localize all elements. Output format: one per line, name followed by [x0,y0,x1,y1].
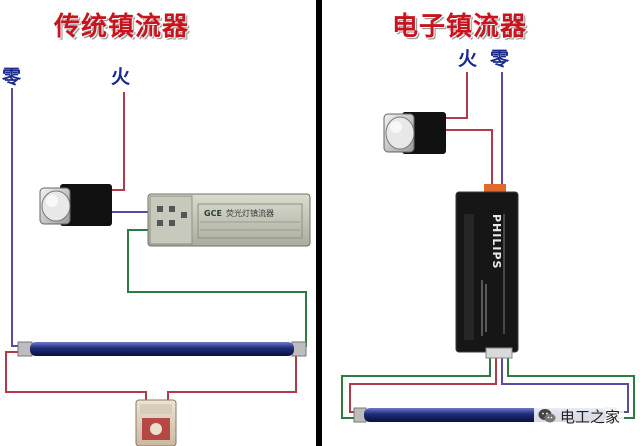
right-ballast-tube-wire-2 [349,356,497,413]
left-sensor-switch [39,184,112,226]
label-neutral-right: 零 [490,48,510,70]
right-ballast-tube-wire-1 [341,356,491,419]
right-live-wire [444,72,468,119]
left-tube-starter-wire-a [5,351,147,404]
left-live-wire [108,92,125,191]
left-starter [135,399,177,446]
left-neutral-wire [11,88,28,347]
left-ballast-brand: GCE [204,209,222,218]
right-electronic-ballast: PHILIPS [455,184,519,359]
right-ballast-brand: PHILIPS [490,214,503,269]
left-tube-starter-wire-b [167,352,297,404]
label-neutral-left: 零 [2,66,22,88]
left-ballast-tube-wire [127,229,307,347]
title-electronic-ballast: 电子镇流器 [392,12,528,42]
label-live-left: 火 [111,66,131,88]
right-sensor-switch [383,112,446,154]
panel-divider [316,0,322,446]
title-traditional-ballast: 传统镇流器 [54,12,190,42]
watermark: 电工之家 [534,404,625,428]
right-switch-ballast-wire [444,129,493,186]
right-ballast-tube-wire-4 [507,356,635,419]
left-ballast-text: 荧光灯镇流器 [226,208,274,218]
wechat-icon [538,408,556,424]
label-live-right: 火 [458,48,478,70]
left-magnetic-ballast: GCE 荧光灯镇流器 [147,193,311,247]
left-fluorescent-tube [17,341,307,357]
watermark-text: 电工之家 [560,407,621,426]
